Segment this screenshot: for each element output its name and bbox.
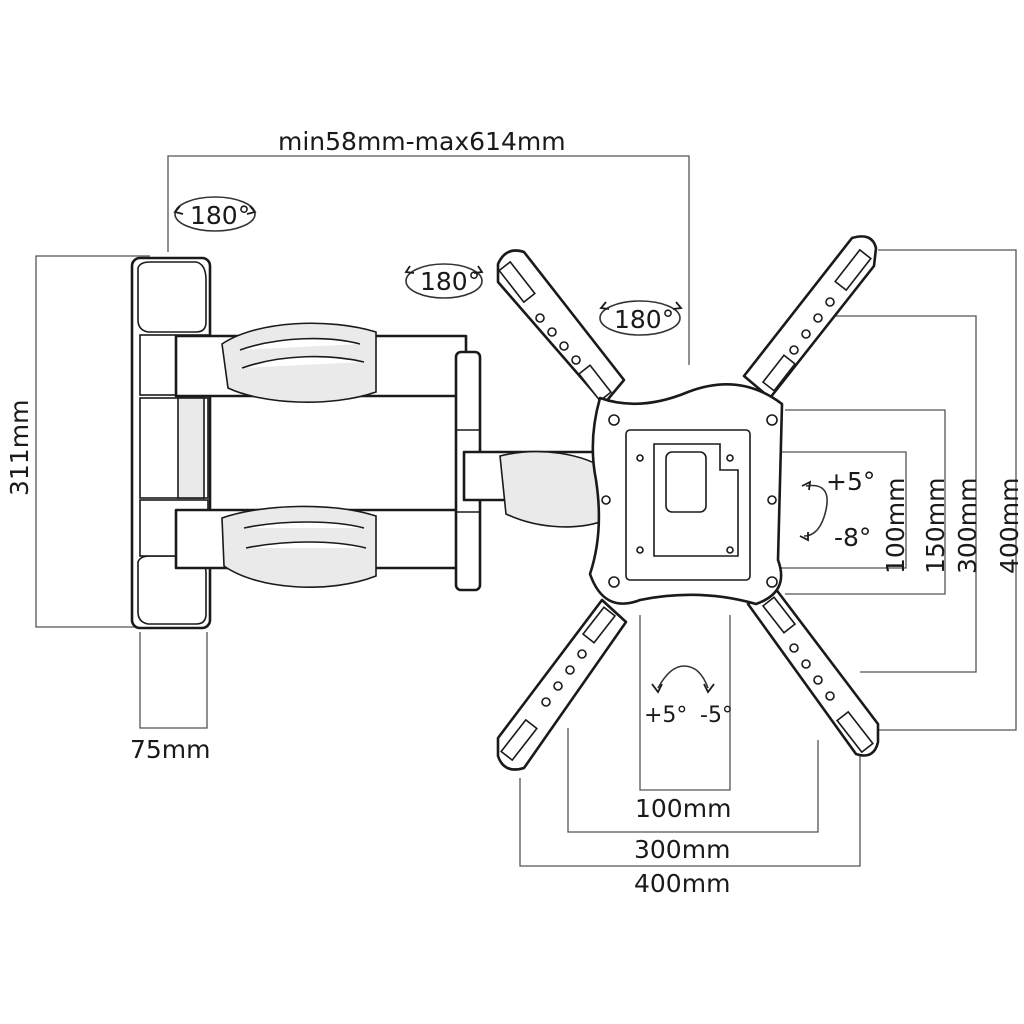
rotation-arm-swivel: 180° — [404, 263, 484, 299]
tilt-down-label: -8° — [834, 523, 871, 552]
vesa-h-100-label: 100mm — [635, 794, 731, 823]
height-dimension-line — [35, 255, 150, 628]
vesa-v-300-line — [810, 315, 977, 673]
vesa-leg-top-left — [496, 249, 626, 406]
wall-plate-width-line — [139, 632, 208, 729]
level-indicator: +5° -5° — [644, 665, 733, 728]
arm-assembly — [174, 322, 614, 592]
vesa-h-400-label: 400mm — [634, 869, 730, 898]
level-minus-label: -5° — [700, 703, 733, 728]
tilt-up-label: +5° — [826, 467, 875, 496]
wall-plate — [130, 256, 212, 630]
vesa-bracket — [496, 235, 880, 771]
vesa-v-150-line — [785, 409, 946, 595]
vesa-v-100-line — [732, 451, 907, 569]
rotation-wall-swivel: 180° — [173, 196, 257, 232]
vesa-leg-top-right — [742, 235, 878, 400]
head-swivel-label: 180° — [614, 305, 674, 334]
vesa-leg-bottom-left — [496, 598, 628, 771]
wall-plate-width-label: 75mm — [130, 735, 211, 764]
vesa-h-400-line — [519, 750, 861, 867]
extension-dimension-line — [167, 155, 690, 365]
wall-swivel-label: 180° — [190, 201, 250, 230]
vesa-v-300-label: 300mm — [953, 478, 982, 574]
arm-swivel-label: 180° — [420, 267, 480, 296]
vesa-h-100-line — [639, 615, 731, 791]
vesa-v-100-label: 100mm — [881, 478, 910, 574]
height-label: 311mm — [5, 400, 34, 496]
tilt-indicator: +5° -8° — [799, 467, 875, 552]
level-plus-label: +5° — [644, 703, 687, 728]
dimension-lines — [35, 155, 1017, 867]
vesa-leg-bottom-right — [746, 582, 880, 757]
vesa-h-300-label: 300mm — [634, 835, 730, 864]
extension-label: min58mm-max614mm — [278, 127, 566, 156]
rotation-head-swivel: 180° — [599, 300, 683, 336]
vesa-v-400-label: 400mm — [995, 478, 1024, 574]
vesa-v-400-line — [878, 249, 1017, 731]
vesa-h-300-line — [567, 728, 819, 833]
vesa-v-150-label: 150mm — [921, 478, 950, 574]
